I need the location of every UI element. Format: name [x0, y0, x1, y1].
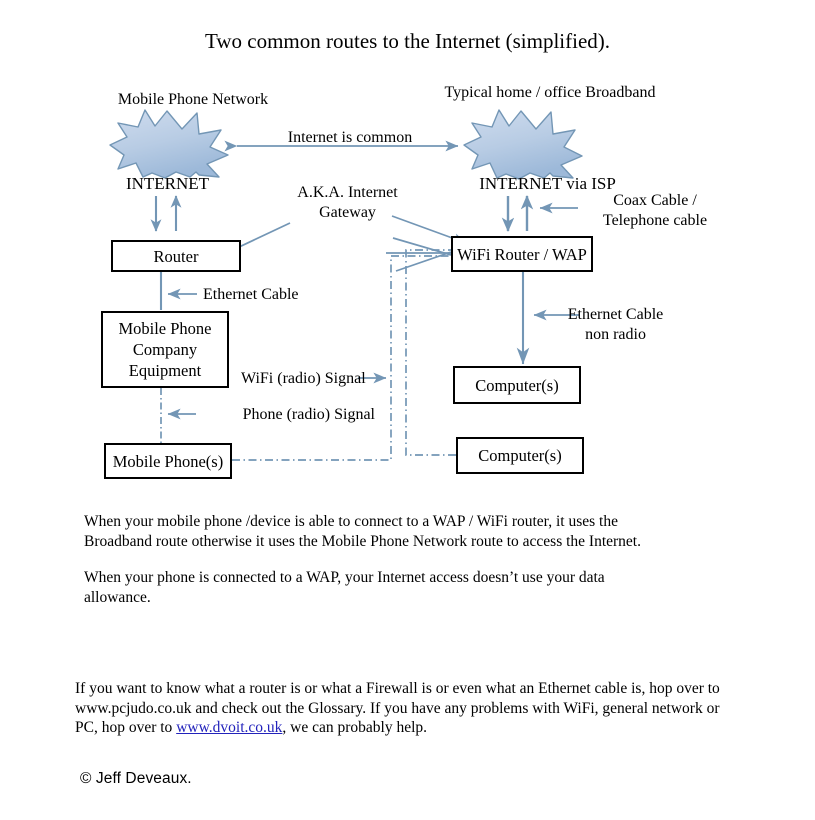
box-wifi-router-wap-label: WiFi Router / WAP [457, 244, 587, 264]
page-title: Two common routes to the Internet (simpl… [204, 29, 611, 53]
box-computers-ethernet-label: Computer(s) [475, 375, 559, 395]
copyright-notice: © Jeff Deveaux. [80, 770, 192, 787]
internet-cloud-right-shape [463, 109, 583, 180]
paragraph-3: If you want to know what a router is or … [75, 679, 745, 738]
internet-cloud-left-shape [109, 109, 229, 179]
paragraph-2: When your phone is connected to a WAP, y… [84, 569, 605, 606]
paragraph-1: When your mobile phone /device is able t… [84, 513, 641, 550]
internet-cloud-left-label: INTERNET [125, 174, 210, 193]
box-mobile-phone-company-equipment-label: Mobile Phone Company Equipment [118, 319, 212, 380]
box-wifi-router-wap[interactable]: WiFi Router / WAP [451, 236, 593, 272]
label-ethernet-cable-non-radio: Ethernet Cable non radio [567, 306, 664, 343]
dvoit-link[interactable]: www.dvoit.co.uk [176, 719, 283, 736]
paragraph-3-text-after-link: , we can probably help. [282, 719, 428, 736]
box-computers-wifi-label: Computer(s) [478, 446, 562, 465]
wifi-router-converge-lower [395, 251, 452, 272]
computers-wifi-to-wifi-router-dashdot [405, 249, 456, 456]
label-internet-is-common: Internet is common [287, 129, 413, 146]
label-coax-telephone-cable: Coax Cable / Telephone cable [602, 192, 708, 229]
box-computers-wifi[interactable]: Computer(s) [456, 437, 584, 474]
box-router-label: Router [153, 246, 199, 266]
wifi-router-converge-upper [392, 237, 452, 256]
heading-typical-home-office-broadband: Typical home / office Broadband [444, 84, 656, 101]
heading-mobile-phone-network: Mobile Phone Network [117, 91, 269, 108]
label-ethernet-cable-left: Ethernet Cable [203, 286, 299, 303]
label-wifi-radio-signal: WiFi (radio) Signal [241, 370, 366, 387]
label-phone-radio-signal: Phone (radio) Signal [242, 406, 375, 423]
box-computers-ethernet[interactable]: Computer(s) [453, 366, 581, 404]
box-mobile-phones-label: Mobile Phone(s) [112, 451, 224, 471]
label-aka-internet-gateway: A.K.A. Internet Gateway [297, 184, 398, 221]
paragraph-3-text-before-link: If you want to know what a router is or … [75, 680, 720, 736]
box-mobile-phones[interactable]: Mobile Phone(s) [104, 443, 232, 479]
box-router[interactable]: Router [111, 240, 241, 272]
box-mobile-phone-company-equipment[interactable]: Mobile Phone Company Equipment [101, 311, 229, 388]
